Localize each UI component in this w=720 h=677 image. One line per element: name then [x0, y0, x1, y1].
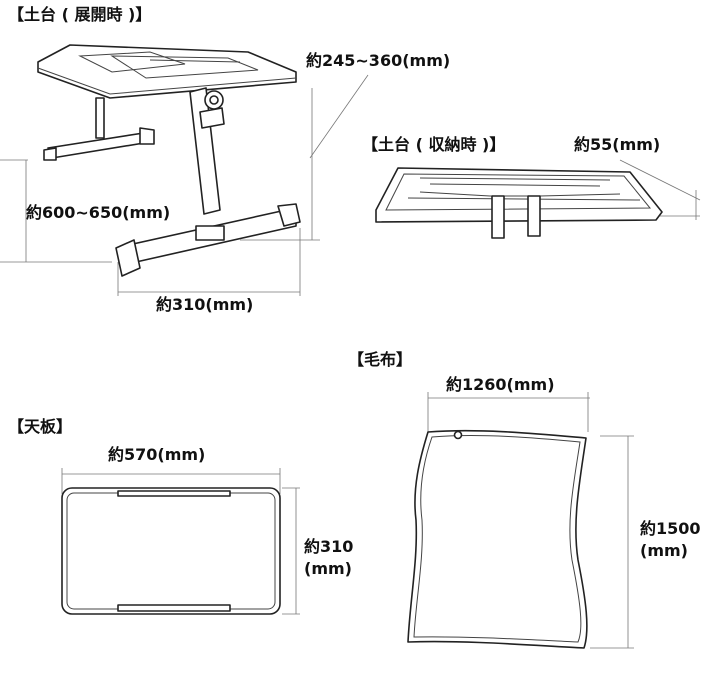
blanket-drawing: [407, 392, 634, 649]
section-top-board: 【天板】: [8, 417, 73, 436]
dim-blanket-width: 約1260(mm): [446, 375, 555, 394]
dim-base-open-depth: 約310(mm): [156, 295, 254, 314]
dim-blanket-height-line2: (mm): [640, 541, 688, 560]
dim-base-open-width: 約245~360(mm): [306, 51, 451, 70]
section-blanket: 【毛布】: [348, 350, 413, 369]
dim-top-height-line1: 約310: [304, 537, 354, 556]
top-board-drawing: [61, 468, 300, 615]
section-base-folded: 【土台 ( 収納時 )】: [362, 135, 506, 154]
dim-top-width: 約570(mm): [108, 445, 206, 464]
dim-blanket-height-line1: 約1500: [640, 519, 701, 538]
section-base-open: 【土台 ( 展開時 )】: [8, 5, 152, 24]
dim-top-height-line2: (mm): [304, 559, 352, 578]
dim-base-folded-height: 約55(mm): [574, 135, 661, 154]
base-open-drawing: [0, 44, 369, 296]
dim-base-open-height: 約600~650(mm): [26, 203, 171, 222]
base-folded-drawing: [375, 159, 701, 239]
